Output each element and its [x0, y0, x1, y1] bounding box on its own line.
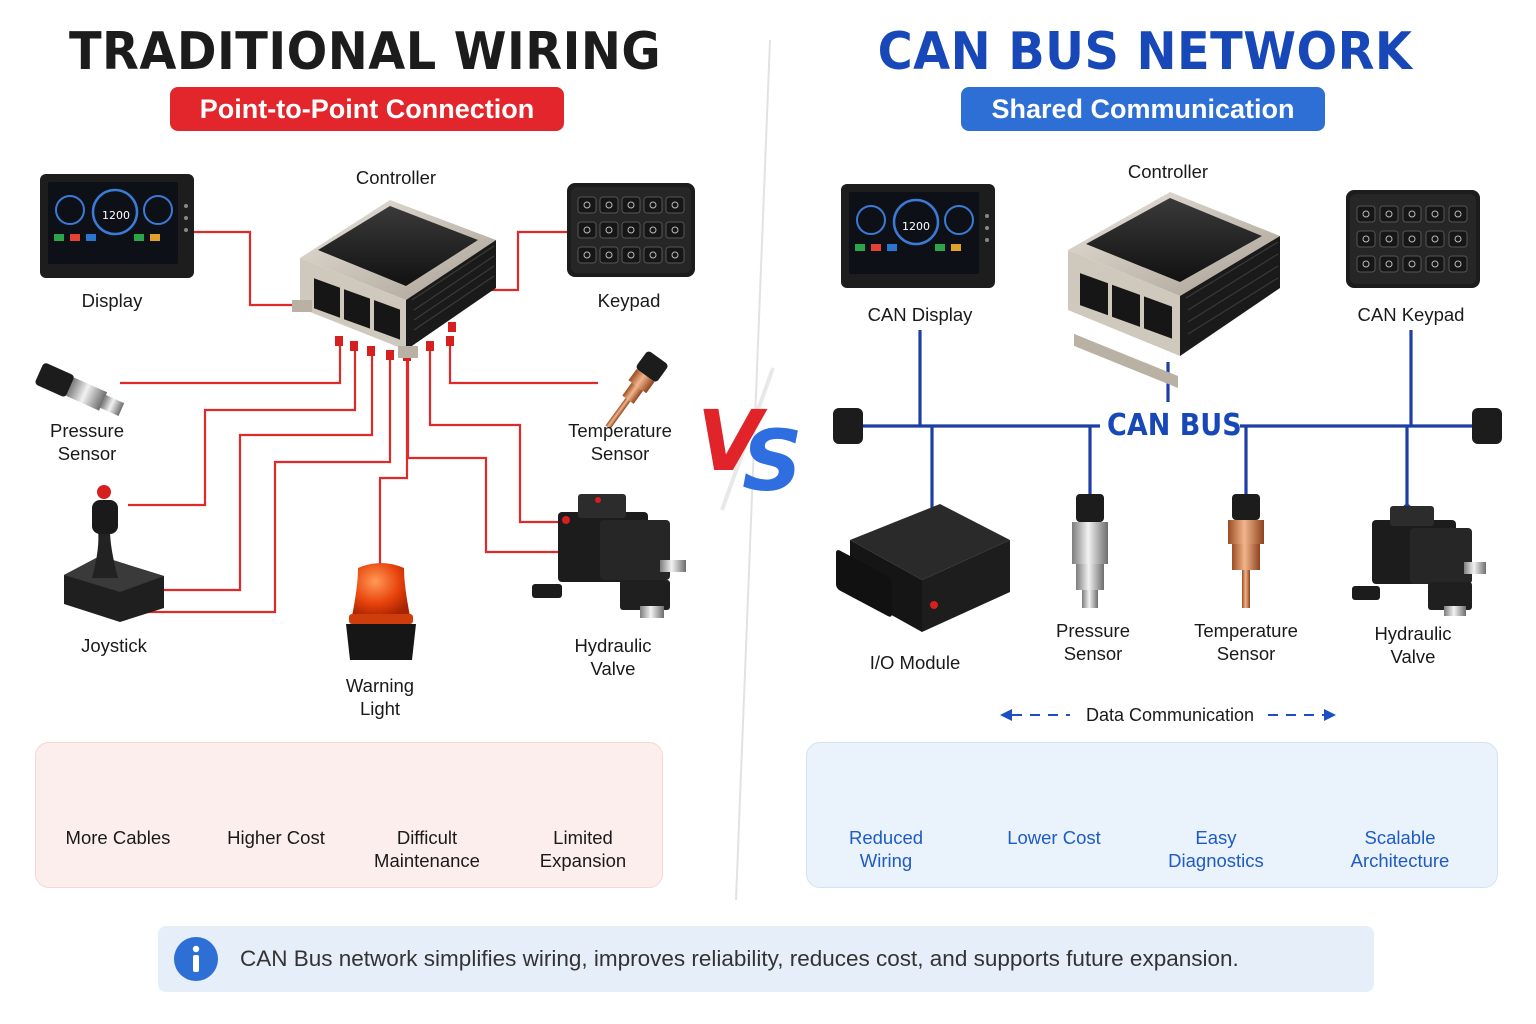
right-subtitle-badge: Shared Communication — [961, 87, 1325, 131]
left-drawbacks-panel — [35, 742, 663, 888]
data-communication-label: Data Communication — [1085, 705, 1255, 725]
right-benefits-panel — [806, 742, 1498, 888]
can-pressure-sensor-device — [1072, 494, 1108, 608]
data-communication: Data Communication — [1000, 703, 1340, 727]
left-temperature-sensor-device — [605, 351, 668, 429]
left-keypad-device — [567, 183, 695, 277]
vs-letter-s: S — [742, 412, 803, 510]
left-controller-label: Controller — [355, 167, 437, 188]
io-module-device — [836, 504, 1010, 632]
left-subtitle-badge: Point-to-Point Connection — [170, 87, 564, 131]
vs-letter-v: V — [697, 392, 768, 490]
can-controller-device — [1068, 192, 1280, 388]
info-banner: CAN Bus network simplifies wiring, impro… — [158, 926, 1374, 992]
feature-higher-cost: Higher Cost — [227, 827, 325, 848]
can-bus-label: CAN BUS — [1107, 408, 1242, 443]
left-keypad-label: Keypad — [597, 290, 661, 311]
vs-graphic: V S — [697, 367, 803, 511]
can-display-label: CAN Display — [867, 304, 973, 325]
left-display-reading: 1200 — [102, 209, 130, 222]
data-communication-arrows — [1000, 709, 1336, 721]
can-bus-line — [862, 330, 1476, 516]
bus-terminators — [833, 408, 1502, 444]
can-temperature-sensor-device — [1228, 494, 1264, 608]
center-divider — [735, 39, 771, 901]
left-warning-light-device — [346, 563, 416, 660]
can-controller-label: Controller — [1127, 161, 1209, 182]
can-display-device — [839, 182, 997, 290]
can-keypad-label: CAN Keypad — [1357, 304, 1465, 325]
can-keypad-device — [1346, 190, 1480, 288]
info-text: CAN Bus network simplifies wiring, impro… — [240, 946, 1239, 971]
right-title: CAN BUS NETWORK — [877, 22, 1413, 82]
left-controller-device — [292, 200, 496, 358]
left-joystick-device — [64, 485, 164, 622]
left-display-device — [38, 172, 196, 280]
left-joystick-label: Joystick — [81, 635, 147, 656]
left-title: TRADITIONAL WIRING — [68, 22, 662, 82]
info-icon — [174, 937, 218, 981]
feature-more-cables: More Cables — [65, 827, 171, 848]
feature-lower-cost: Lower Cost — [1007, 827, 1101, 848]
left-pressure-sensor-device — [35, 363, 125, 416]
left-hydraulic-valve-device — [532, 494, 686, 618]
io-module-label: I/O Module — [869, 652, 961, 673]
left-display-label: Display — [81, 290, 143, 311]
can-hydraulic-valve-device — [1352, 506, 1486, 616]
can-display-reading: 1200 — [902, 220, 930, 233]
